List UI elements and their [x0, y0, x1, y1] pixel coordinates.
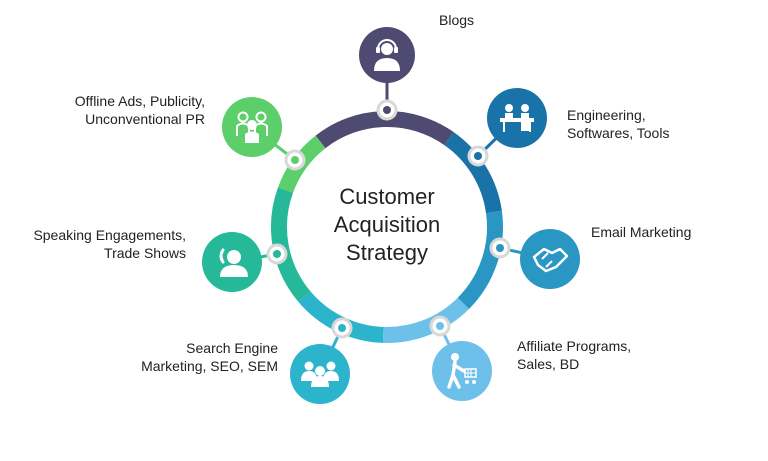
- label-affiliate: Affiliate Programs, Sales, BD: [517, 337, 631, 373]
- label-line: Trade Shows: [104, 245, 186, 261]
- team-at-desk-icon: [500, 104, 534, 132]
- handshake-icon: [532, 247, 569, 273]
- ring-segment-affiliate: [382, 297, 470, 343]
- node-search: [290, 344, 350, 404]
- label-speaking: Speaking Engagements, Trade Shows: [33, 226, 186, 262]
- label-line: Softwares, Tools: [567, 125, 670, 141]
- label-line: Engineering,: [567, 107, 646, 123]
- shopping-cart-person-icon: [447, 353, 477, 389]
- connector-dot-core-offline: [291, 156, 299, 164]
- label-offline: Offline Ads, Publicity, Unconventional P…: [75, 92, 205, 128]
- label-engineering: Engineering, Softwares, Tools: [567, 106, 669, 142]
- label-line: Email Marketing: [591, 224, 692, 240]
- node-speaking: [202, 232, 262, 292]
- ring-segment-engineering: [444, 131, 502, 214]
- icon-nodes: [202, 27, 580, 404]
- node-circle-email: [520, 229, 580, 289]
- connector-dot-core-engineering: [474, 152, 482, 160]
- connector-dot-core-speaking: [273, 250, 281, 258]
- label-blogs: Blogs: [439, 11, 474, 29]
- connector-dot-core-blogs: [383, 106, 391, 114]
- crowd-icon: [236, 111, 268, 143]
- ring-segment-blogs: [315, 111, 454, 149]
- label-line: Unconventional PR: [85, 111, 205, 127]
- center-title: Customer Acquisition Strategy: [287, 183, 487, 267]
- label-line: Sales, BD: [517, 356, 580, 372]
- connector-dot-core-affiliate: [436, 322, 444, 330]
- label-email: Email Marketing: [591, 223, 691, 241]
- phone-person-icon: [219, 248, 248, 277]
- label-line: Offline Ads, Publicity,: [74, 93, 205, 109]
- node-engineering: [487, 88, 547, 148]
- node-offline: [222, 97, 282, 157]
- center-title-line: Strategy: [346, 240, 428, 265]
- label-search: Search Engine Marketing, SEO, SEM: [141, 339, 278, 375]
- label-line: Marketing, SEO, SEM: [141, 358, 278, 374]
- call-center-agent-icon: [374, 39, 400, 71]
- node-affiliate: [432, 341, 492, 401]
- ring-segment-email: [457, 210, 503, 310]
- center-title-line: Customer: [339, 184, 435, 209]
- center-title-line: Acquisition: [333, 212, 441, 237]
- users-group-icon: [301, 361, 339, 387]
- label-line: Blogs: [439, 12, 475, 28]
- label-line: Search Engine: [186, 340, 278, 356]
- node-blogs: [359, 27, 415, 83]
- label-line: Affiliate Programs,: [517, 338, 632, 354]
- connector-dot-core-search: [338, 324, 346, 332]
- connector-dot-core-email: [496, 244, 504, 252]
- label-line: Speaking Engagements,: [33, 227, 186, 243]
- node-email: [520, 229, 580, 289]
